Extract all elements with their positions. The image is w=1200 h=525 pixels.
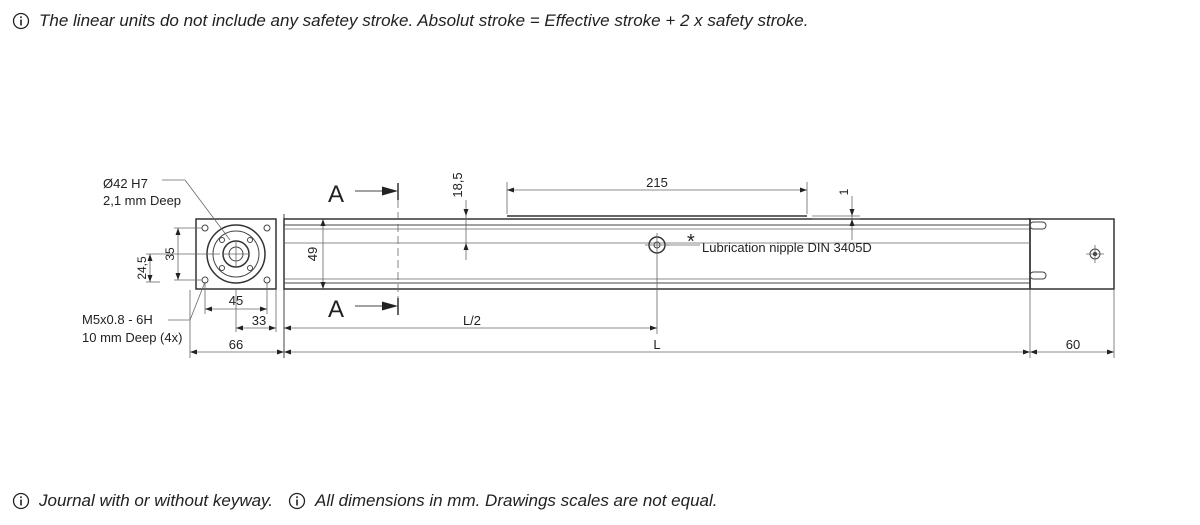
dimension-18-5: 18,5 [450,172,469,260]
thread-depth-label: 10 mm Deep (4x) [82,330,182,345]
dimension-215: 215 [506,175,808,214]
dimension-length: L [284,289,1031,358]
note-journal-text: Journal with or without keyway. [39,491,274,510]
dimension-length-label: L [653,337,660,352]
mounting-holes [201,224,271,284]
dimension-half-length: L/2 [284,257,658,334]
dimension-33-label: 33 [252,313,266,328]
note-dimensions-text: All dimensions in mm. Drawings scales ar… [315,491,718,510]
dimension-215-label: 215 [646,175,668,190]
section-marker-top: A [328,181,344,208]
section-marker-bottom: A [328,296,344,323]
dimension-24-5: 24,5 [135,253,220,283]
lubrication-label: Lubrication nipple DIN 3405D [702,240,872,255]
dimension-60-label: 60 [1066,337,1080,352]
note-dimensions: All dimensions in mm. Drawings scales ar… [288,491,718,511]
note-safety-stroke: The linear units do not include any safe… [12,11,808,31]
lubrication-nipple: * Lubrication nipple DIN 3405D [645,231,872,257]
lubrication-asterisk: * [687,231,695,253]
note-journal: Journal with or without keyway. [12,491,273,511]
dimension-24-5-label: 24,5 [135,256,149,280]
dimension-18-5-label: 18,5 [450,172,465,197]
dimension-45: 45 [204,283,268,314]
dimension-1: 1 [812,188,860,240]
end-center-mark [1086,245,1104,263]
info-circle-icon [12,12,30,30]
bore-depth-label: 2,1 mm Deep [103,193,181,208]
dimension-1-label: 1 [837,188,851,195]
thread-label: M5x0.8 - 6H [82,312,153,327]
dimension-33: 33 [235,290,277,332]
bore-label: Ø42 H7 [103,176,148,191]
dimension-66: 66 [189,290,284,358]
dimension-66-label: 66 [229,337,243,352]
linear-unit-body [283,214,1115,358]
section-line-a: A A [328,181,399,323]
dimension-60: 60 [1030,289,1115,358]
dimension-half-length-label: L/2 [463,313,481,328]
dimension-49-label: 49 [305,247,320,261]
info-circle-icon [12,492,30,510]
note-safety-stroke-text: The linear units do not include any safe… [39,11,809,30]
dimension-49: 49 [305,219,326,289]
info-circle-icon [288,492,306,510]
